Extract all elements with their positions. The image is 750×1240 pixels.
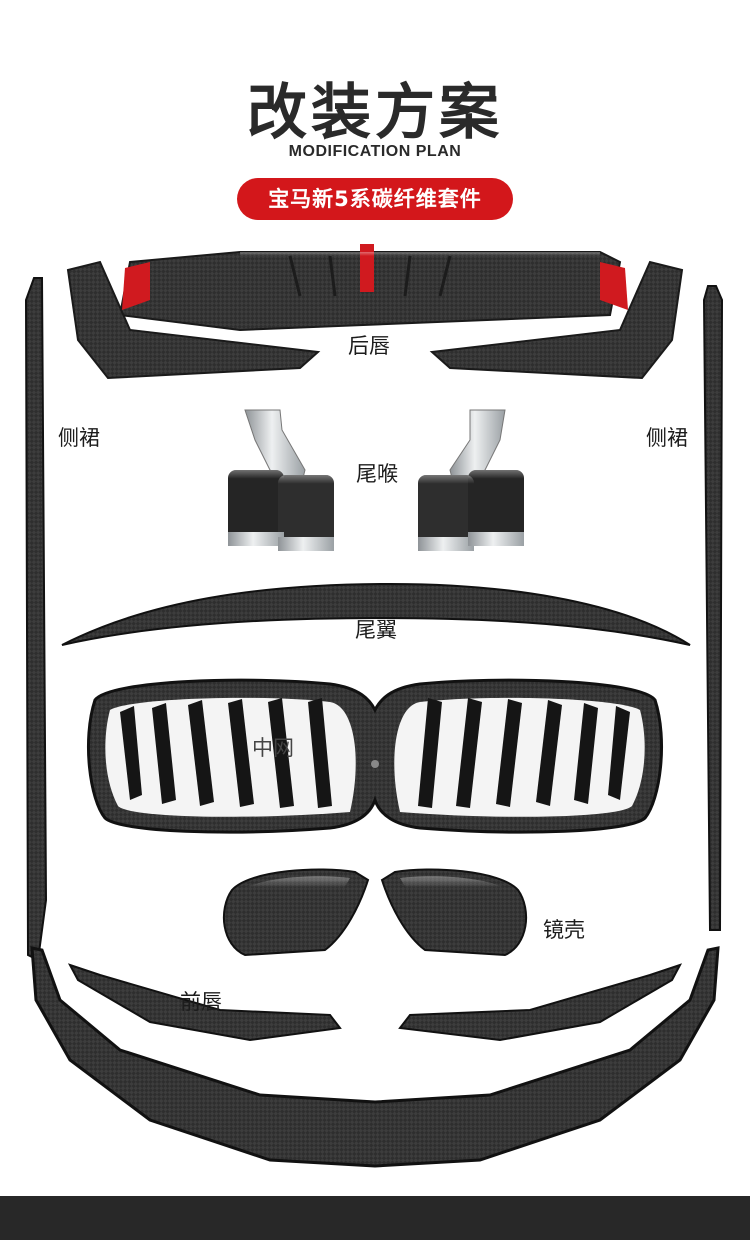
label-front-lip: 前唇 xyxy=(180,990,222,1014)
footer-bar xyxy=(0,1196,750,1240)
rear-diffuser-image xyxy=(66,244,684,380)
label-side-skirt-right: 侧裙 xyxy=(646,426,688,450)
rear-spoiler-image xyxy=(61,582,691,646)
mirror-caps-image xyxy=(222,868,528,957)
label-side-skirt-left: 侧裙 xyxy=(58,426,100,450)
front-lip-image xyxy=(30,946,720,1168)
label-grille: 中网 xyxy=(252,736,294,760)
exhaust-tips-image xyxy=(228,409,524,551)
side-skirt-images xyxy=(24,277,724,962)
label-rear-lip: 后唇 xyxy=(348,334,390,358)
page-title: 改装方案 xyxy=(247,78,503,148)
product-badge: 宝马新5系碳纤维套件 xyxy=(237,178,513,220)
label-exhaust: 尾喉 xyxy=(356,462,398,486)
label-spoiler: 尾翼 xyxy=(355,618,397,642)
page-subtitle: MODIFICATION PLAN xyxy=(288,143,462,160)
kidney-grille-image xyxy=(86,678,664,834)
label-mirror-caps: 镜壳 xyxy=(543,918,585,942)
